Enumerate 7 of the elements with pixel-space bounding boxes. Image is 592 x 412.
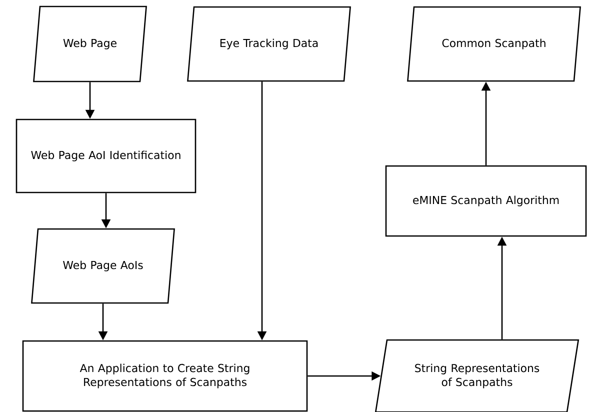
- input-output-parallelogram: Eye Tracking Data: [187, 6, 351, 82]
- input-output-parallelogram: Web Page: [33, 6, 147, 82]
- input-output-parallelogram: Common Scanpath: [407, 6, 581, 82]
- process-box: An Application to Create String Representations of Scanpaths: [22, 340, 308, 412]
- input-output-parallelogram: Web Page AoIs: [31, 228, 175, 304]
- process-box: Web Page AoI Identification: [16, 118, 196, 194]
- process-box: eMINE Scanpath Algorithm: [385, 165, 587, 237]
